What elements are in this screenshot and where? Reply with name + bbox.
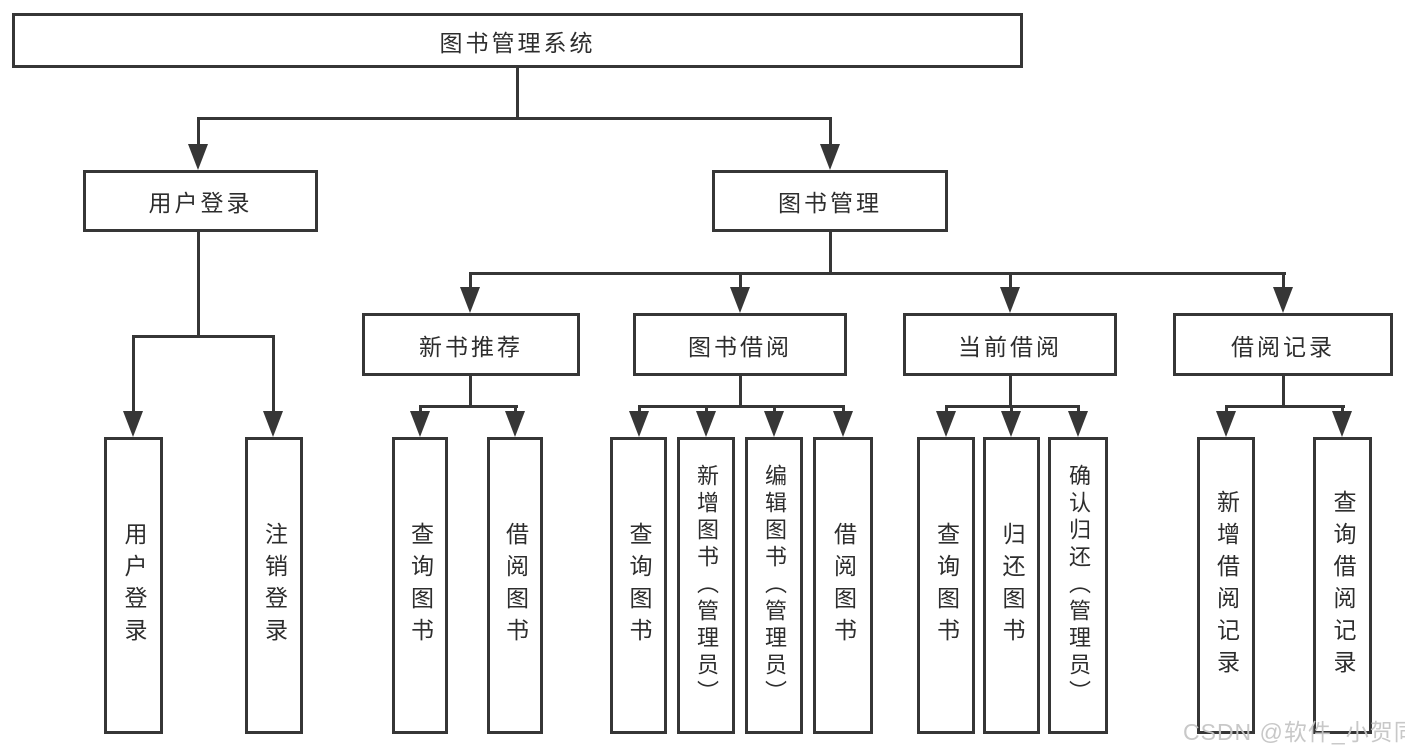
connector-line [1225,405,1228,413]
arrow-down-icon [1068,411,1088,437]
arrow-down-icon [1216,411,1236,437]
connector-line [469,272,472,288]
arrow-down-icon [936,411,956,437]
csdn-watermark: CSDN @软件_小贺同学 [1183,719,1405,745]
connector-line [1341,405,1344,413]
node-new-book-recommend: 新书推荐 [362,313,580,376]
leaf-borrow-book-borrow-label: 借阅图书 [830,521,857,650]
leaf-add-book-admin-label: 新增图书（管理员） [694,464,719,707]
arrow-down-icon [1273,287,1293,313]
leaf-query-book-borrow: 查询图书 [610,437,667,734]
leaf-borrow-book-recommend: 借阅图书 [487,437,543,734]
arrow-down-icon [123,411,143,437]
node-book-borrow: 图书借阅 [633,313,847,376]
connector-line [197,117,200,148]
connector-line [829,230,832,274]
node-book-management: 图书管理 [712,170,948,232]
connector-line [197,230,200,337]
connector-line [132,335,275,338]
leaf-return-book: 归还图书 [983,437,1040,734]
connector-line [132,335,135,414]
arrow-down-icon [1000,287,1020,313]
node-borrow-records: 借阅记录 [1173,313,1393,376]
leaf-logout-login-label: 注销登录 [261,521,288,650]
arrow-down-icon [188,144,208,170]
node-root-label: 图书管理系统 [439,29,596,56]
connector-line [773,405,776,413]
connector-line [1077,405,1080,413]
leaf-user-login: 用户登录 [104,437,163,734]
leaf-query-book-borrow-label: 查询图书 [626,521,652,650]
connector-line [1282,374,1285,407]
connector-line [705,405,708,413]
arrow-down-icon [820,144,840,170]
leaf-user-login-label: 用户登录 [121,521,147,650]
leaf-query-book-current: 查询图书 [917,437,975,734]
leaf-query-borrow-record: 查询借阅记录 [1313,437,1372,734]
node-current-borrow-label: 当前借阅 [958,333,1062,360]
leaf-edit-book-admin: 编辑图书（管理员） [745,437,803,734]
node-root: 图书管理系统 [12,13,1023,68]
leaf-return-book-label: 归还图书 [999,521,1025,650]
connector-line [945,405,948,413]
node-book-borrow-label: 图书借阅 [688,333,792,360]
connector-line [739,374,742,407]
arrow-down-icon [1001,411,1021,437]
connector-line [739,272,742,288]
leaf-query-book-current-label: 查询图书 [933,521,960,650]
arrow-down-icon [696,411,716,437]
node-book-management-label: 图书管理 [778,190,882,216]
arrow-down-icon [764,411,784,437]
connector-line [1282,272,1285,288]
node-new-book-recommend-label: 新书推荐 [419,333,523,360]
connector-line [1010,405,1013,413]
arrow-down-icon [833,411,853,437]
connector-line [419,405,518,408]
connector-line [842,405,845,413]
leaf-add-borrow-record: 新增借阅记录 [1197,437,1255,734]
arrow-down-icon [505,411,525,437]
leaf-query-book-recommend-label: 查询图书 [407,521,434,650]
leaf-confirm-return-admin: 确认归还（管理员） [1048,437,1108,734]
connector-line [469,272,1286,275]
arrow-down-icon [1332,411,1352,437]
connector-line [514,405,517,413]
arrow-down-icon [410,411,430,437]
connector-line [829,117,832,148]
arrow-down-icon [263,411,283,437]
node-user-login: 用户登录 [83,170,318,232]
connector-line [272,335,275,414]
connector-line [516,66,519,118]
leaf-logout-login: 注销登录 [245,437,303,734]
leaf-confirm-return-admin-label: 确认归还（管理员） [1066,464,1091,707]
connector-line [1009,374,1012,407]
node-current-borrow: 当前借阅 [903,313,1117,376]
leaf-add-borrow-record-label: 新增借阅记录 [1213,489,1240,682]
arrow-down-icon [629,411,649,437]
node-user-login-label: 用户登录 [148,190,253,216]
leaf-borrow-book-borrow: 借阅图书 [813,437,873,734]
node-borrow-records-label: 借阅记录 [1231,333,1335,360]
connector-line [638,405,641,413]
connector-line [638,405,845,408]
leaf-borrow-book-recommend-label: 借阅图书 [502,521,529,650]
leaf-query-borrow-record-label: 查询借阅记录 [1330,489,1356,682]
leaf-query-book-recommend: 查询图书 [392,437,448,734]
leaf-add-book-admin: 新增图书（管理员） [677,437,735,734]
connector-line [1225,405,1345,408]
connector-line [469,374,472,407]
arrow-down-icon [460,287,480,313]
connector-line [197,117,832,120]
connector-line [419,405,422,413]
leaf-edit-book-admin-label: 编辑图书（管理员） [762,464,787,707]
arrow-down-icon [730,287,750,313]
connector-line [1009,272,1012,288]
